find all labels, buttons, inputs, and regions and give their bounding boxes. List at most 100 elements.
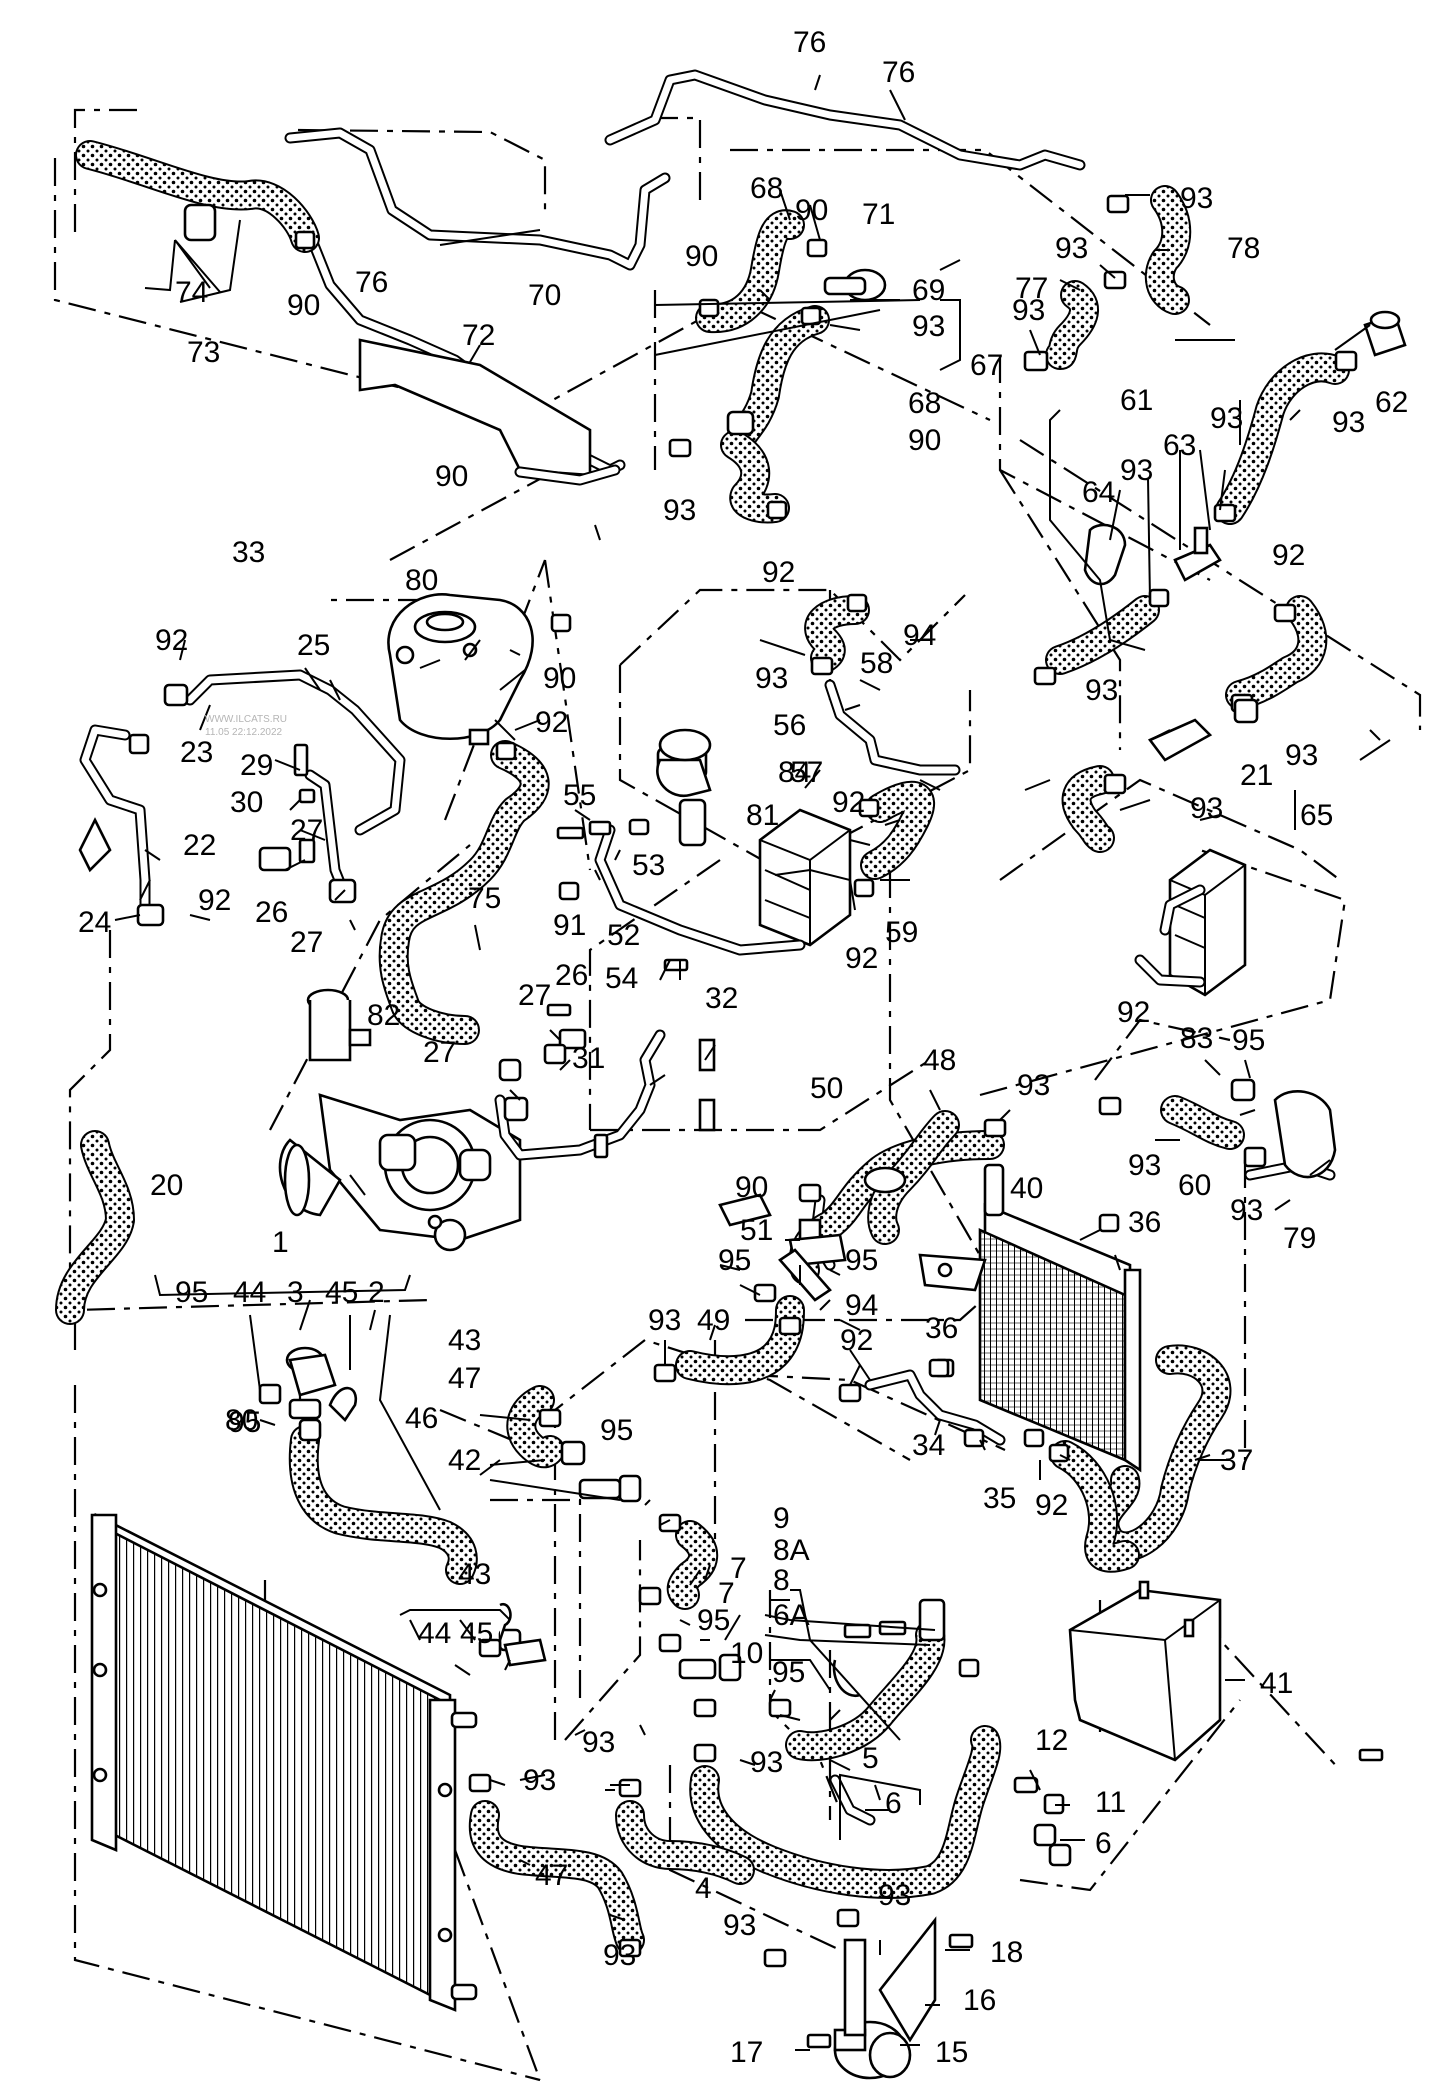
callout-74: 74 bbox=[175, 276, 208, 309]
callout-93: 93 bbox=[912, 310, 945, 343]
callout-58: 58 bbox=[860, 647, 893, 680]
callout-45: 45 bbox=[325, 1276, 358, 1309]
callout-91: 91 bbox=[553, 909, 586, 942]
callout-90: 90 bbox=[735, 1171, 768, 1204]
callout-18: 18 bbox=[990, 1936, 1023, 1969]
callout-95: 95 bbox=[1232, 1024, 1265, 1057]
callout-23: 23 bbox=[180, 736, 213, 769]
callout-92: 92 bbox=[1272, 539, 1305, 572]
callout-90: 90 bbox=[795, 194, 828, 227]
callout-6: 6 bbox=[1095, 1827, 1112, 1860]
callout-93: 93 bbox=[603, 1939, 636, 1972]
callout-92: 92 bbox=[1117, 996, 1150, 1029]
callout-69: 69 bbox=[912, 274, 945, 307]
callout-81: 81 bbox=[746, 799, 779, 832]
callout-67: 67 bbox=[970, 349, 1003, 382]
callout-93: 93 bbox=[878, 1879, 911, 1912]
callout-7: 7 bbox=[730, 1552, 747, 1585]
callout-20: 20 bbox=[150, 1169, 183, 1202]
callout-93: 93 bbox=[523, 1764, 556, 1797]
callout-32: 32 bbox=[705, 982, 738, 1015]
turbocharger bbox=[278, 988, 522, 1252]
callout-68: 68 bbox=[908, 387, 941, 420]
auxiliary-pump bbox=[833, 1916, 937, 2080]
callout-17: 17 bbox=[730, 2036, 763, 2069]
callout-95: 95 bbox=[175, 1276, 208, 1309]
callout-76: 76 bbox=[882, 56, 915, 89]
callout-95: 95 bbox=[697, 1604, 730, 1637]
callout-60: 60 bbox=[1178, 1169, 1211, 1202]
callout-77: 77 bbox=[1015, 272, 1048, 305]
callout-95: 95 bbox=[228, 1406, 261, 1439]
callout-42: 42 bbox=[448, 1444, 481, 1477]
callout-83: 83 bbox=[1180, 1022, 1213, 1055]
callout-79: 79 bbox=[1283, 1222, 1316, 1255]
callout-35: 35 bbox=[983, 1482, 1016, 1515]
callout-27: 27 bbox=[290, 814, 323, 847]
callout-90: 90 bbox=[543, 662, 576, 695]
callout-76: 76 bbox=[355, 266, 388, 299]
callout-48: 48 bbox=[923, 1044, 956, 1077]
callout-93: 93 bbox=[1055, 232, 1088, 265]
callout-63: 63 bbox=[1163, 429, 1196, 462]
callout-80: 80 bbox=[405, 564, 438, 597]
callout-8: 8 bbox=[773, 1564, 790, 1597]
callout-92: 92 bbox=[845, 942, 878, 975]
callout-4: 4 bbox=[695, 1872, 712, 1905]
callout-29: 29 bbox=[240, 749, 273, 782]
callout-27: 27 bbox=[423, 1036, 456, 1069]
callout-78: 78 bbox=[1227, 232, 1260, 265]
callout-37: 37 bbox=[1220, 1444, 1253, 1477]
callout-44: 44 bbox=[233, 1276, 266, 1309]
callout-26: 26 bbox=[255, 896, 288, 929]
callout-64: 64 bbox=[1082, 476, 1115, 509]
callout-44: 44 bbox=[418, 1617, 451, 1650]
callout-41: 41 bbox=[1260, 1667, 1293, 1700]
callout-22: 22 bbox=[183, 829, 216, 862]
callout-43: 43 bbox=[458, 1558, 491, 1591]
callout-95: 95 bbox=[718, 1244, 751, 1277]
callout-59: 59 bbox=[885, 916, 918, 949]
dashed-group-outlines bbox=[53, 108, 1422, 2082]
callout-40: 40 bbox=[1010, 1172, 1043, 1205]
callout-73: 73 bbox=[187, 336, 220, 369]
callout-93: 93 bbox=[1128, 1149, 1161, 1182]
callout-93: 93 bbox=[663, 494, 696, 527]
callout-10: 10 bbox=[730, 1637, 763, 1670]
callout-76: 76 bbox=[793, 26, 826, 59]
callout-34: 34 bbox=[912, 1429, 945, 1462]
callout-68: 68 bbox=[750, 172, 783, 205]
callout-27: 27 bbox=[290, 926, 323, 959]
callout-53: 53 bbox=[632, 849, 665, 882]
callout-1: 1 bbox=[272, 1226, 289, 1259]
intercooler bbox=[918, 1163, 1142, 1473]
callout-93: 93 bbox=[1230, 1194, 1263, 1227]
radiator bbox=[90, 1512, 478, 2012]
watermark-line2: 11.05 22:12.2022 bbox=[205, 727, 283, 738]
callout-62: 62 bbox=[1375, 386, 1408, 419]
callout-47: 47 bbox=[535, 1859, 568, 1892]
watermark-line1: WWW.ILCATS.RU bbox=[205, 714, 287, 725]
callout-93: 93 bbox=[1085, 674, 1118, 707]
callout-43: 43 bbox=[448, 1324, 481, 1357]
callout-9: 9 bbox=[773, 1502, 790, 1535]
air-duct bbox=[1068, 1580, 1222, 1762]
callout-15: 15 bbox=[935, 2036, 968, 2069]
callout-11: 11 bbox=[1095, 1786, 1126, 1819]
callout-75: 75 bbox=[468, 882, 501, 915]
callout-30: 30 bbox=[230, 786, 263, 819]
callout-31: 31 bbox=[572, 1042, 605, 1075]
callout-92: 92 bbox=[198, 884, 231, 917]
callout-94: 94 bbox=[845, 1289, 878, 1322]
callout-93: 93 bbox=[1332, 406, 1365, 439]
callout-3: 3 bbox=[287, 1276, 304, 1309]
callout-33: 33 bbox=[232, 536, 265, 569]
callout-93: 93 bbox=[723, 1909, 756, 1942]
callout-93: 93 bbox=[1180, 182, 1213, 215]
callout-93: 93 bbox=[750, 1746, 783, 1779]
callout-51: 51 bbox=[740, 1214, 773, 1247]
callout-47: 47 bbox=[448, 1362, 481, 1395]
callout-labels: 76 76 76 93 78 71 68 90 90 69 93 67 68 9… bbox=[78, 26, 1408, 2069]
callout-52: 52 bbox=[607, 919, 640, 952]
